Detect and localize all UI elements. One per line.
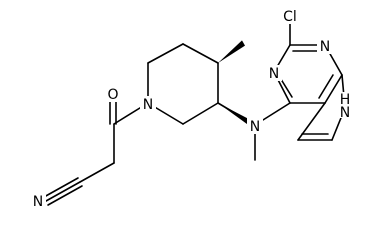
amine-nitrogen: N <box>250 119 260 135</box>
chlorine-atom: Cl <box>283 9 297 25</box>
pyrrole-hydrogen: H <box>340 92 351 108</box>
piperidine-nitrogen: N <box>143 97 153 113</box>
bond-c5-c4a <box>297 102 326 141</box>
carbonyl-oxygen: O <box>107 87 118 103</box>
nitrile-nitrogen: N <box>33 194 43 210</box>
wedge-bond-methyl <box>218 40 245 63</box>
bond-nitrile-triple-b <box>43 177 79 198</box>
pyrrole-nitrogen: N <box>340 105 350 121</box>
bond-nitrile-triple-c <box>47 185 83 206</box>
bond-ch2-cn <box>79 162 115 183</box>
bond-c5-c6 <box>147 43 184 64</box>
bond-c4a-c7a-double <box>318 74 334 99</box>
pyrimidine-nitrogen-3: N <box>269 66 279 82</box>
bond-c4a-c7a <box>324 74 343 104</box>
bond-c2-c3 <box>182 102 219 125</box>
bond-c4-c5 <box>182 43 219 64</box>
chemical-structure-diagram: Cl N N N N H N O N <box>32 9 351 210</box>
pyrimidine-nitrogen-1: N <box>320 39 330 55</box>
bond-nitrile-triple-a <box>45 181 81 202</box>
